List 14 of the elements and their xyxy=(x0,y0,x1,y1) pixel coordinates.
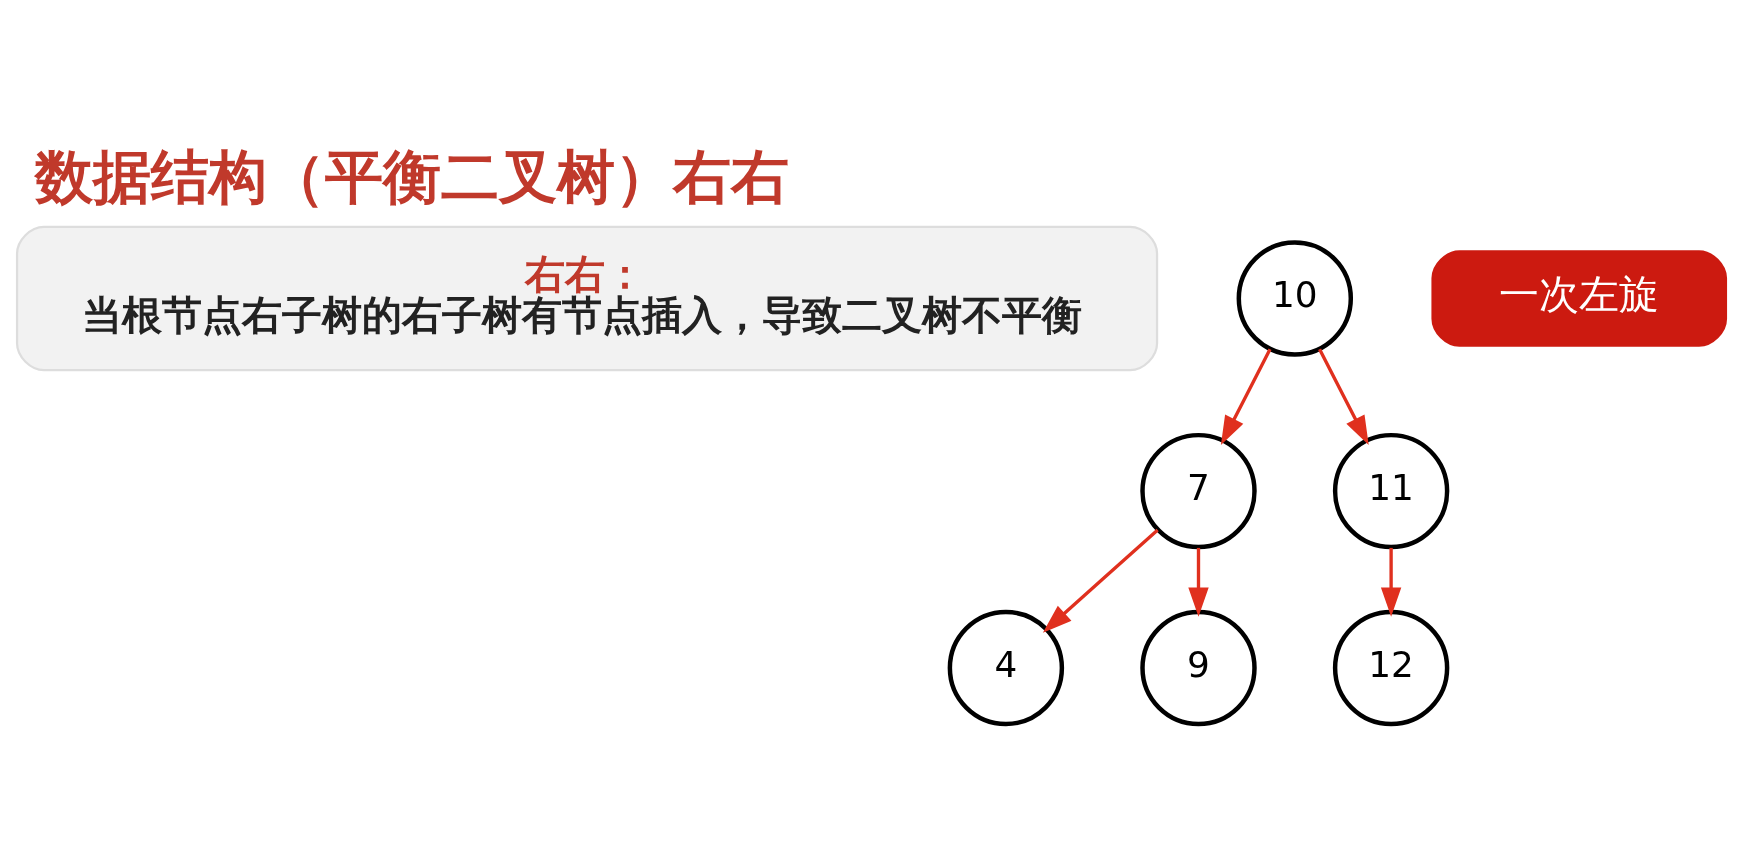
arrow xyxy=(1220,347,1272,445)
node-circle: 9 xyxy=(1140,609,1257,726)
node-circle: 7 xyxy=(1140,432,1257,549)
diagram-title: 数据结构（平衡二叉树）右右 xyxy=(34,142,789,211)
node-circle: 11 xyxy=(1332,432,1450,549)
node-box: 右右： 当根节点右子树的右子树有节点插入，导致二叉树不平衡 xyxy=(15,225,1159,371)
arrow xyxy=(1188,547,1209,617)
node-circle: 4 xyxy=(947,609,1065,726)
node-circle: 12 xyxy=(1332,609,1450,726)
arrow xyxy=(1380,547,1402,617)
node-circle: 10 xyxy=(1236,239,1354,357)
arrow xyxy=(1318,347,1369,445)
arrow xyxy=(1042,528,1159,633)
node-box: 一次左旋 xyxy=(1431,249,1728,347)
